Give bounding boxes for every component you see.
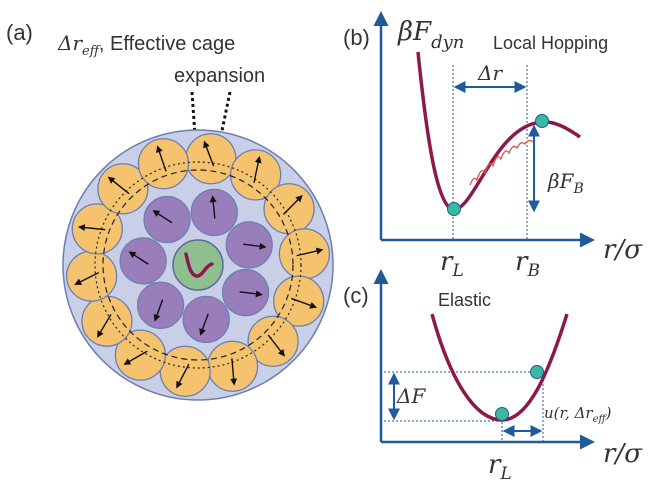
displacement-arrow bbox=[74, 271, 100, 285]
displacement-suffix: ) bbox=[605, 404, 612, 422]
barrier-top-marker bbox=[535, 114, 549, 128]
displacement-arrow bbox=[230, 358, 238, 386]
displacement-arrow bbox=[128, 251, 149, 265]
displacement-arrow bbox=[253, 155, 262, 183]
displacement-arrow bbox=[209, 195, 217, 219]
displacement-arrow bbox=[296, 247, 324, 257]
displacement-subscript: eff bbox=[593, 414, 608, 425]
local-minimum-marker bbox=[447, 202, 461, 216]
displacement-arrow bbox=[107, 176, 130, 195]
panel-b-y-subscript: dyn bbox=[431, 32, 464, 53]
panel-a-title-line1: Δreff, Effective cage bbox=[57, 31, 235, 59]
displacement-prefix: u(r, Δr bbox=[544, 404, 593, 422]
panel-b: (b) βFdyn Local Hopping Δr βFB rL rB r/σ bbox=[343, 11, 643, 281]
hopping-fluctuation-curve bbox=[469, 139, 534, 186]
displacement-arrow bbox=[97, 313, 112, 338]
panel-b-y-label: βFdyn bbox=[397, 17, 464, 53]
dynamic-free-energy-curve bbox=[416, 51, 582, 212]
displacement-arrow bbox=[243, 242, 267, 250]
displacement-arrow bbox=[176, 363, 190, 389]
panel-b-y-symbol: βF bbox=[397, 17, 432, 47]
panel-a-title-line2: expansion bbox=[174, 65, 265, 87]
tick-rl-subscript: L bbox=[451, 261, 463, 281]
tick-rl-c-subscript: L bbox=[499, 464, 511, 484]
panel-c-x-label: r/σ bbox=[603, 439, 643, 469]
delta-r-eff-symbol: Δr bbox=[57, 31, 83, 55]
delta-r-eff-subscript: eff bbox=[82, 44, 102, 59]
panel-c: (c) Elastic ΔF u(r, Δreff) rL r/σ bbox=[343, 269, 643, 484]
displacement-label: u(r, Δreff) bbox=[544, 404, 612, 425]
tick-rl-symbol: r bbox=[440, 247, 454, 277]
displacement-arrow bbox=[290, 297, 317, 309]
panel-c-tick-rl: rL bbox=[488, 450, 512, 484]
displacement-arrow bbox=[203, 140, 215, 167]
displaced-marker bbox=[530, 365, 544, 379]
tick-rb-symbol: r bbox=[515, 247, 529, 277]
displacement-arrows bbox=[74, 140, 324, 389]
center-free-energy-icon bbox=[184, 252, 214, 278]
delta-f-label: ΔF bbox=[396, 384, 426, 408]
displacement-arrow bbox=[199, 313, 209, 336]
displacement-arrow bbox=[153, 299, 164, 322]
displacement-arrow bbox=[77, 224, 106, 232]
displacement-arrow bbox=[123, 350, 148, 365]
panel-b-tick-rb: rB bbox=[515, 247, 540, 281]
panel-b-label: (b) bbox=[343, 25, 370, 50]
barrier-label: βFB bbox=[547, 169, 584, 197]
displacement-arrow bbox=[156, 145, 167, 172]
panel-b-title: Local Hopping bbox=[493, 33, 608, 53]
center-particle bbox=[172, 239, 224, 291]
panel-b-tick-rl: rL bbox=[440, 247, 464, 281]
panel-b-x-label: r/σ bbox=[603, 235, 643, 265]
panel-a-label: (a) bbox=[6, 20, 33, 45]
displacement-arrow bbox=[282, 194, 303, 215]
delta-r-label: Δr bbox=[477, 61, 503, 85]
cage-boundary-dotted bbox=[94, 161, 302, 369]
displacement-arrow bbox=[239, 290, 263, 298]
displacement-arrow bbox=[152, 210, 173, 224]
panel-c-title: Elastic bbox=[438, 290, 491, 310]
equilibrium-marker bbox=[495, 407, 509, 421]
barrier-subscript: B bbox=[572, 181, 583, 197]
tick-rb-subscript: B bbox=[526, 261, 540, 281]
panel-a-title-text: , Effective cage bbox=[99, 33, 235, 55]
panel-a: (a) Δreff, Effective cage expansion bbox=[6, 20, 334, 401]
displacement-arrow bbox=[267, 334, 285, 357]
barrier-symbol: βF bbox=[547, 169, 575, 193]
cage-boundary-dashed bbox=[102, 169, 294, 361]
panel-c-label: (c) bbox=[343, 283, 369, 308]
tick-rl-c-symbol: r bbox=[488, 450, 502, 480]
